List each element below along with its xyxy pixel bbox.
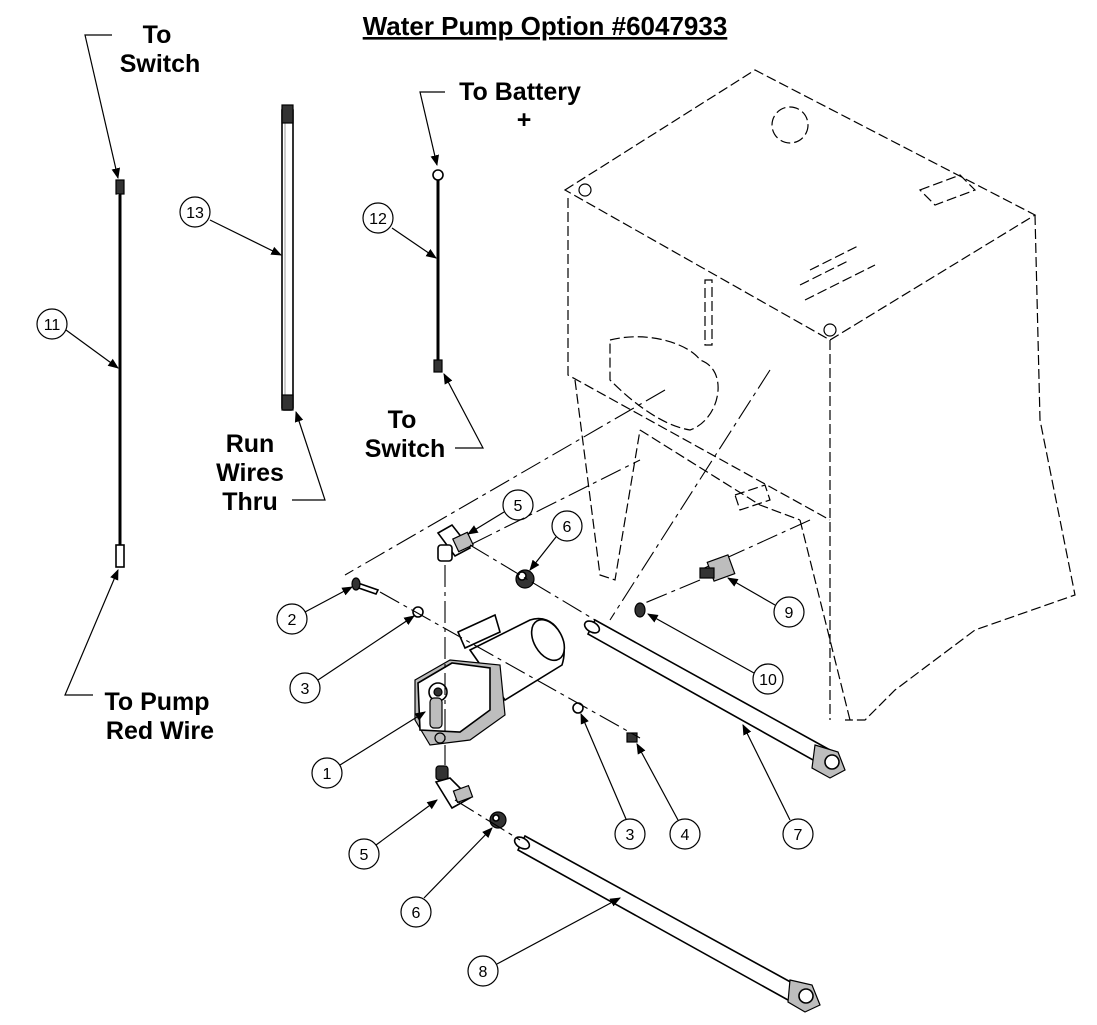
elbow-fitting-part-5-upper — [436, 523, 475, 562]
cable-part-11 — [115, 179, 125, 568]
callout-5-upper: 5 — [467, 489, 534, 535]
fitting-part-10 — [634, 602, 646, 618]
svg-text:1: 1 — [323, 766, 332, 783]
callout-5-lower: 5 — [348, 799, 438, 870]
callout-8: 8 — [467, 897, 621, 987]
svg-text:3: 3 — [301, 681, 310, 698]
bolt-part-2 — [351, 577, 380, 595]
run-wires-rod-part-13 — [281, 104, 294, 411]
svg-text:12: 12 — [369, 211, 387, 228]
hose-part-8 — [513, 834, 821, 1013]
callout-13: 13 — [179, 196, 282, 256]
label-to-pump-red-wire: To Pump Red Wire — [104, 688, 214, 745]
svg-text:Thru: Thru — [222, 488, 278, 516]
water-pump-part-1 — [414, 613, 566, 746]
callout-4: 4 — [636, 743, 701, 850]
callout-6-lower: 6 — [400, 827, 493, 928]
svg-text:To Pump: To Pump — [104, 688, 209, 716]
svg-text:6: 6 — [412, 905, 421, 922]
diagram-title: Water Pump Option #6047933 — [363, 11, 728, 41]
label-to-switch-top: To Switch — [120, 21, 201, 78]
label-run-wires: Run Wires Thru — [216, 430, 284, 516]
svg-text:3: 3 — [626, 827, 635, 844]
callout-2: 2 — [276, 586, 353, 635]
svg-text:Switch: Switch — [365, 435, 446, 463]
svg-text:To Battery: To Battery — [459, 78, 581, 106]
callout-1: 1 — [311, 711, 426, 789]
callout-3-lower: 3 — [580, 713, 646, 850]
callout-3-upper: 3 — [289, 615, 415, 704]
svg-text:8: 8 — [479, 964, 488, 981]
svg-text:To: To — [388, 406, 417, 434]
svg-text:6: 6 — [563, 519, 572, 536]
svg-text:5: 5 — [360, 847, 369, 864]
svg-text:To: To — [143, 21, 172, 49]
svg-text:2: 2 — [288, 612, 297, 629]
hose-clamp-part-6-upper — [515, 569, 535, 589]
hose-part-7 — [583, 618, 846, 779]
cabinet-frame — [344, 69, 1076, 721]
svg-text:Wires: Wires — [216, 459, 284, 487]
svg-text:7: 7 — [794, 827, 803, 844]
label-to-switch-mid: To Switch — [365, 406, 446, 463]
label-to-battery: To Battery + — [459, 78, 581, 134]
svg-text:10: 10 — [759, 672, 777, 689]
hose-clamp-part-6-lower — [489, 811, 507, 829]
callout-6-upper: 6 — [529, 510, 583, 571]
callout-7: 7 — [742, 724, 814, 850]
elbow-fitting-part-5-lower — [434, 765, 474, 810]
svg-text:4: 4 — [681, 827, 690, 844]
svg-text:9: 9 — [785, 605, 794, 622]
svg-text:5: 5 — [514, 498, 523, 515]
svg-text:Switch: Switch — [120, 50, 201, 78]
cable-part-12 — [432, 169, 444, 373]
washer-part-3-lower — [572, 702, 584, 714]
svg-text:Red Wire: Red Wire — [106, 717, 214, 745]
svg-text:Run: Run — [226, 430, 275, 458]
svg-text:13: 13 — [186, 205, 204, 222]
callout-11: 11 — [36, 308, 119, 369]
nut-part-4 — [626, 732, 638, 743]
callout-10: 10 — [647, 613, 784, 695]
callout-9: 9 — [727, 577, 805, 628]
callout-12: 12 — [362, 202, 437, 259]
svg-text:11: 11 — [44, 317, 61, 334]
switch-part-9 — [699, 554, 736, 582]
svg-text:+: + — [517, 106, 532, 134]
